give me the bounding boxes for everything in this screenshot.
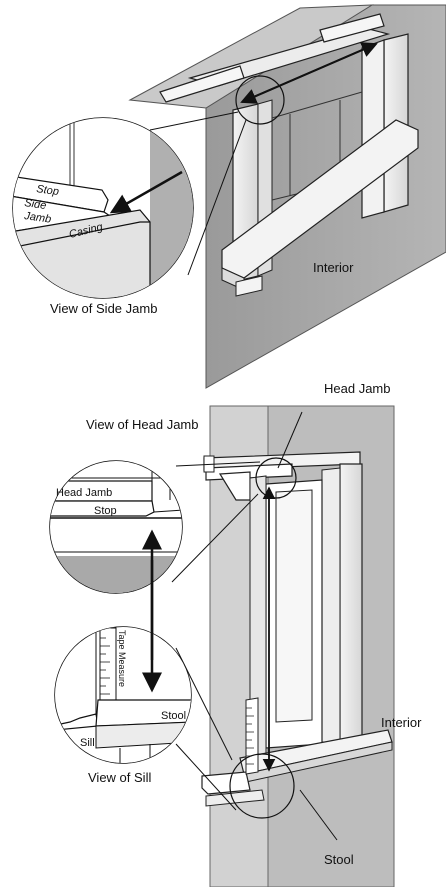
callout-stop-label: Stop — [36, 183, 60, 198]
bottom-window-illustration — [171, 405, 395, 887]
head-callout-stop-label: Stop — [94, 505, 117, 517]
top-window-illustration — [128, 4, 446, 389]
bottom-interior-label: Interior — [381, 715, 422, 730]
head-jamb-label: Head Jamb — [324, 381, 390, 396]
top-interior-label: Interior — [313, 260, 354, 275]
sill-callout-tape-measure-label: Tape Measure — [117, 630, 127, 687]
callout-side-label: Side — [24, 197, 47, 212]
view-sill-caption: View of Sill — [88, 770, 151, 785]
view-head-jamb-caption: View of Head Jamb — [86, 417, 199, 432]
head-callout-head-jamb-label: Head Jamb — [56, 487, 112, 499]
head-jamb-detail-callout — [49, 460, 183, 594]
sill-callout-sill-label: Sill — [80, 737, 95, 749]
stool-label: Stool — [324, 852, 354, 867]
sill-callout-stool-label: Stool — [161, 710, 186, 722]
sill-detail-callout — [54, 626, 192, 764]
view-side-jamb-caption: View of Side Jamb — [50, 301, 157, 316]
callout-jamb-label: Jamb — [23, 210, 52, 226]
